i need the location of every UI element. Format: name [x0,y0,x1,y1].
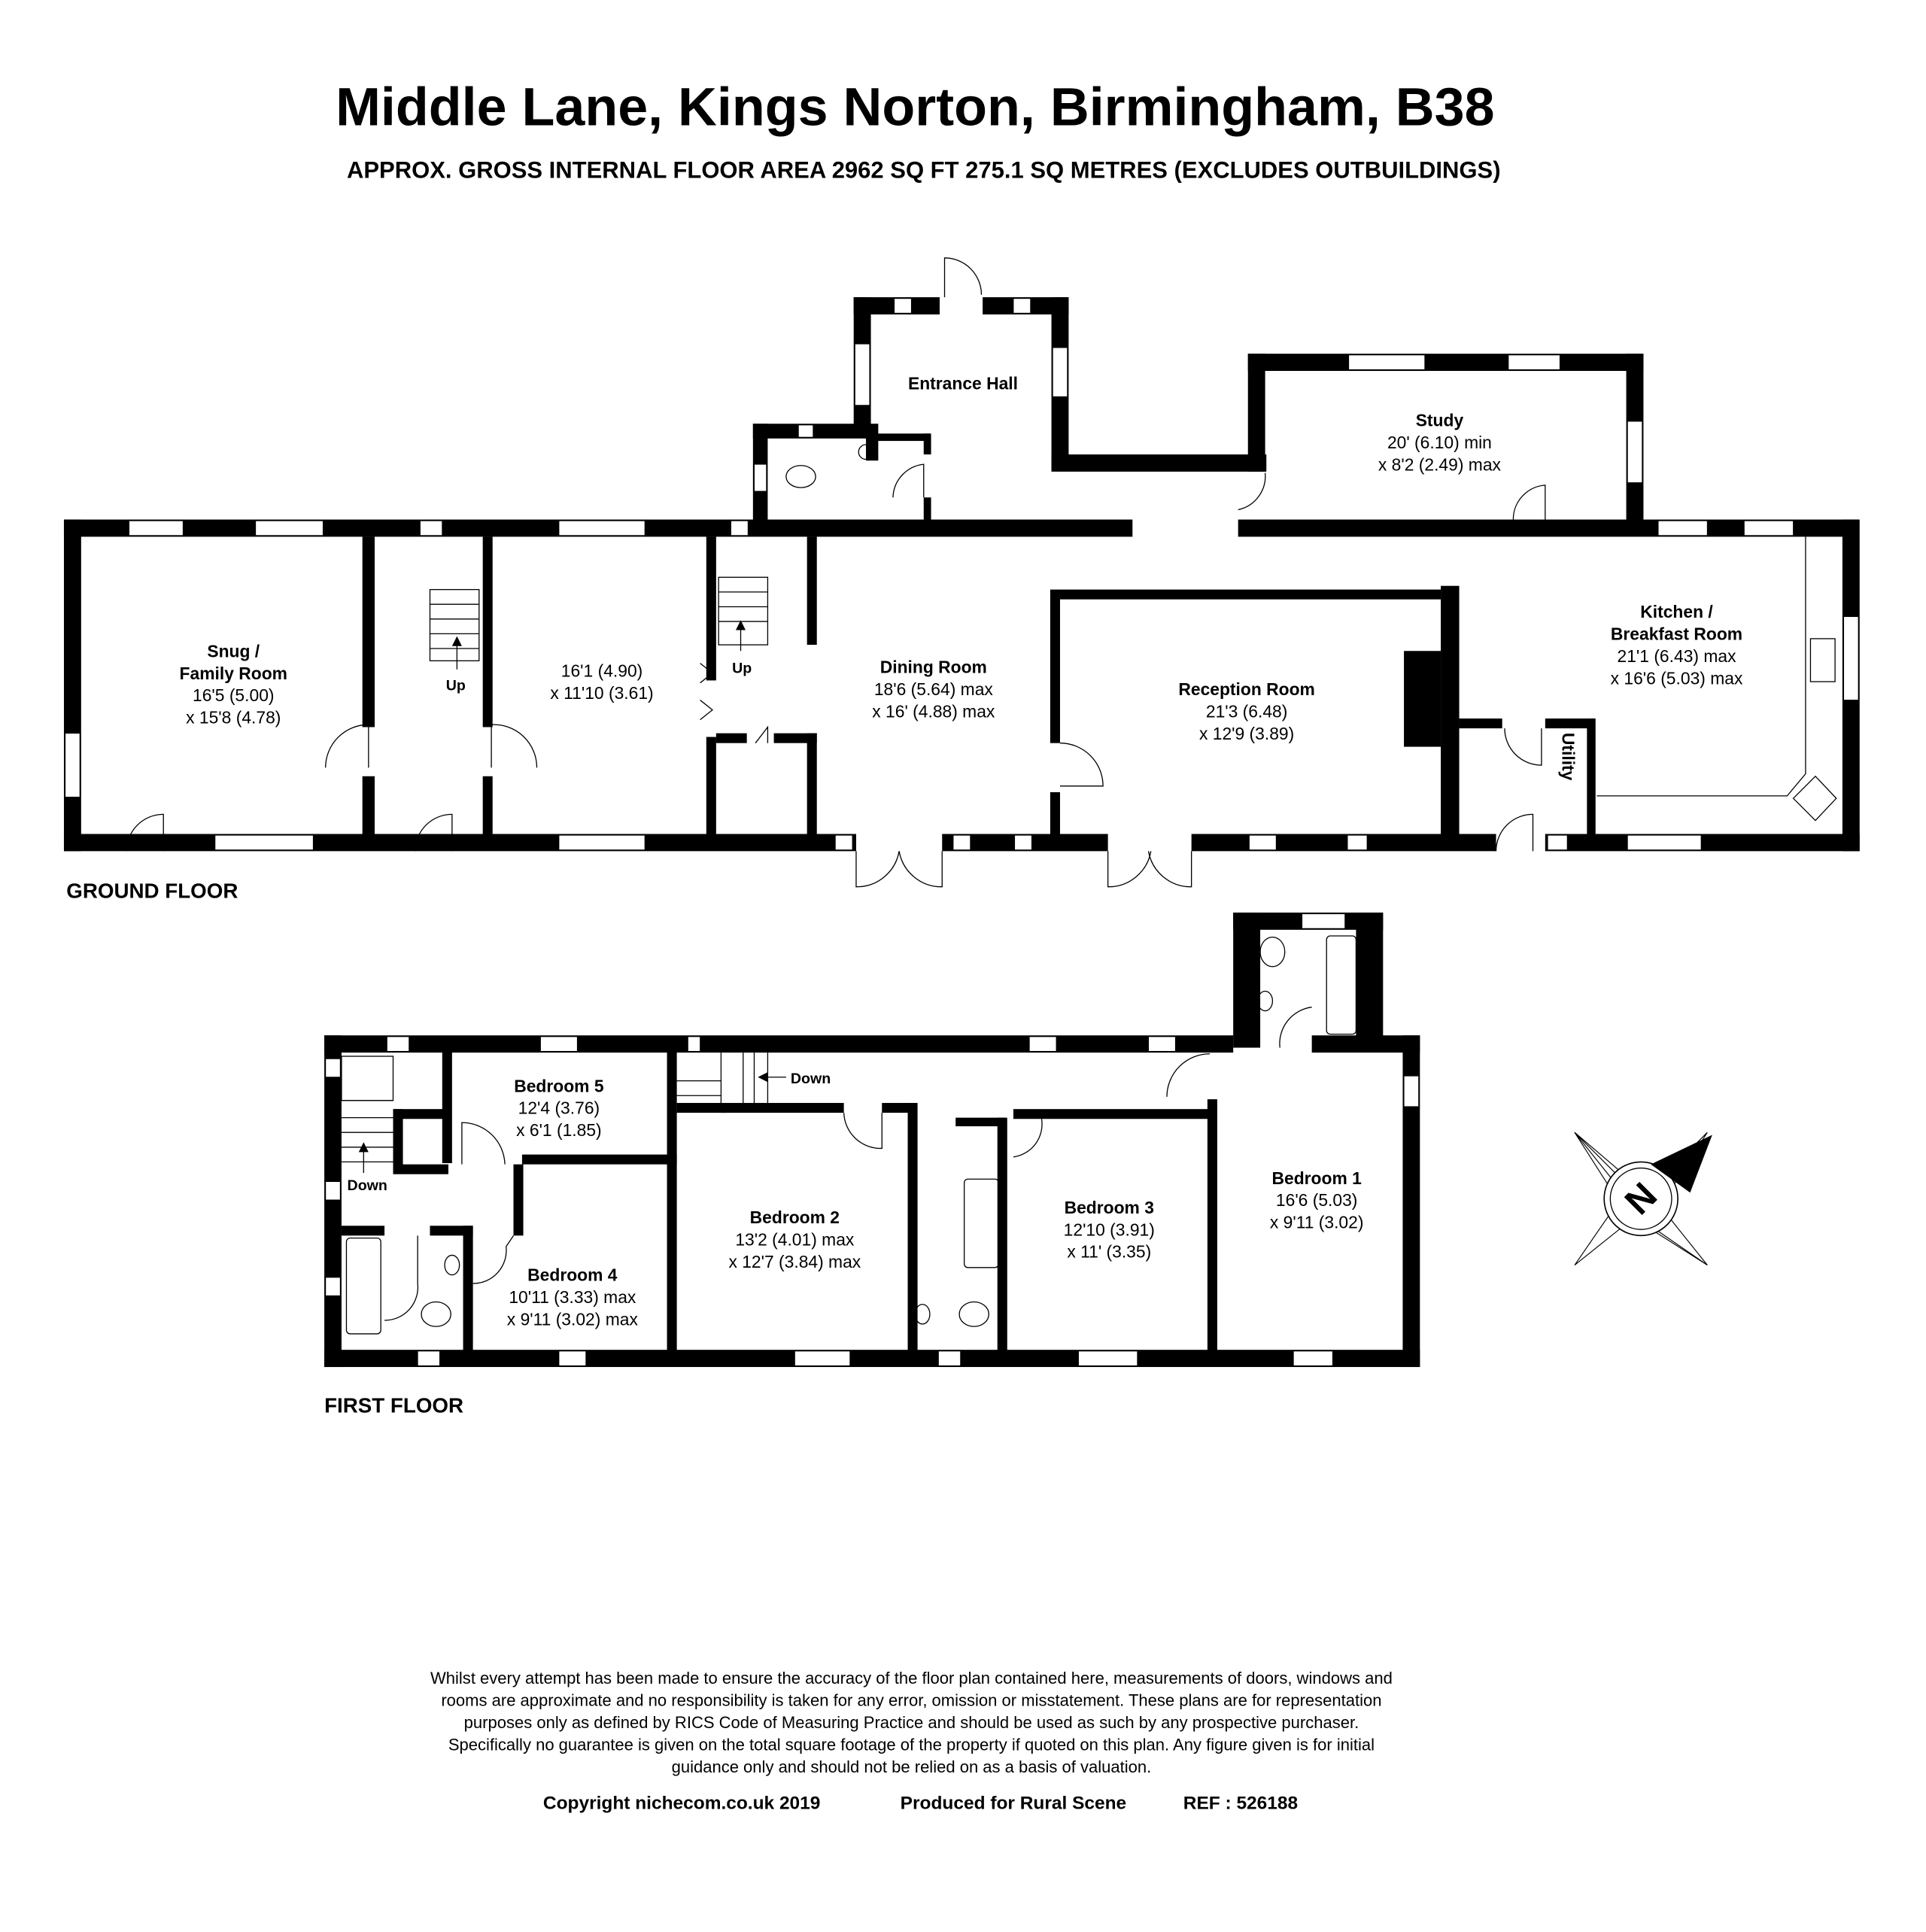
room-name-reception: Reception Room [1178,679,1315,699]
room-dim-bedroom-3-1: 12'10 (3.91) [1064,1220,1155,1239]
room-name-utility: Utility [1559,733,1578,781]
room-name-entrance-hall: Entrance Hall [908,374,1018,393]
room-name-bedroom-2: Bedroom 2 [750,1208,840,1227]
room-dim-snug-1: 16'5 (5.00) [193,685,275,705]
room-dim-bedroom-5-2: x 6'1 (1.85) [516,1120,602,1140]
room-dim-dining-2: x 16' (4.88) max [872,701,995,721]
room-dim-reception-1: 21'3 (6.48) [1206,701,1288,721]
room-dim-bedroom-2-1: 13'2 (4.01) max [735,1229,855,1249]
produced-for: Produced for Rural Scene [901,1794,1127,1814]
room-dim-bedroom-1-1: 16'6 (5.03) [1276,1190,1358,1210]
disclaimer-line: guidance only and should not be relied o… [672,1757,1152,1776]
room-dim-bedroom-5-1: 12'4 (3.76) [518,1098,600,1118]
room-dim-bedroom-4-1: 10'11 (3.33) max [509,1287,636,1307]
reference-number: REF : 526188 [1183,1794,1298,1814]
room-dim-study-1: 20' (6.10) min [1387,433,1492,452]
stairs-down-label-1: Down [348,1177,387,1194]
room-name-kitchen-line2: Breakfast Room [1611,624,1742,644]
disclaimer: Whilst every attempt has been made to en… [430,1669,1393,1776]
room-name-bedroom-3: Bedroom 3 [1065,1198,1154,1217]
room-dim-dining-1: 18'6 (5.64) max [874,679,994,699]
disclaimer-line: rooms are approximate and no responsibil… [441,1691,1381,1710]
room-dim-study-2: x 8'2 (2.49) max [1378,454,1502,474]
room-name-snug: Snug / [207,641,260,661]
room-dim-reception-2: x 12'9 (3.89) [1199,724,1294,743]
ground-floor-label: GROUND FLOOR [66,879,238,902]
room-dim-bedroom-3-2: x 11' (3.35) [1067,1242,1151,1262]
floor-area-subtitle: APPROX. GROSS INTERNAL FLOOR AREA 2962 S… [347,157,1501,184]
room-dim-sitting-1: 16'1 (4.90) [561,661,643,681]
room-name-dining: Dining Room [880,658,987,677]
room-name-bedroom-4: Bedroom 4 [527,1265,618,1285]
room-dim-bedroom-2-2: x 12'7 (3.84) max [728,1252,861,1271]
room-dim-bedroom-4-2: x 9'11 (3.02) max [507,1310,639,1329]
copyright: Copyright nichecom.co.uk 2019 [543,1794,821,1814]
room-name-snug-line2: Family Room [180,664,287,683]
disclaimer-line: Specifically no guarantee is given on th… [448,1735,1375,1754]
room-dim-snug-2: x 15'8 (4.78) [186,708,281,728]
room-name-study: Study [1416,410,1464,430]
room-dim-bedroom-1-2: x 9'11 (3.02) [1270,1213,1364,1232]
room-dim-kitchen-2: x 16'6 (5.03) max [1611,668,1743,688]
stairs-up-label-1: Up [446,677,466,694]
first-floor-plan [324,912,1420,1368]
compass-north-icon: N [1574,1132,1712,1266]
first-floor-label: FIRST FLOOR [324,1393,463,1417]
room-name-bedroom-1: Bedroom 1 [1272,1168,1362,1188]
room-dim-sitting-2: x 11'10 (3.61) [550,683,653,703]
ground-floor-plan [63,257,1860,888]
room-name-kitchen: Kitchen / [1640,602,1713,621]
page-title: Middle Lane, Kings Norton, Birmingham, B… [336,77,1494,138]
disclaimer-line: purposes only as defined by RICS Code of… [464,1713,1359,1732]
room-dim-kitchen-1: 21'1 (6.43) max [1618,646,1737,666]
stairs-down-label-2: Down [791,1071,831,1087]
stairs-up-label-2: Up [732,661,752,677]
room-name-bedroom-5: Bedroom 5 [514,1076,604,1095]
disclaimer-line: Whilst every attempt has been made to en… [430,1669,1393,1687]
